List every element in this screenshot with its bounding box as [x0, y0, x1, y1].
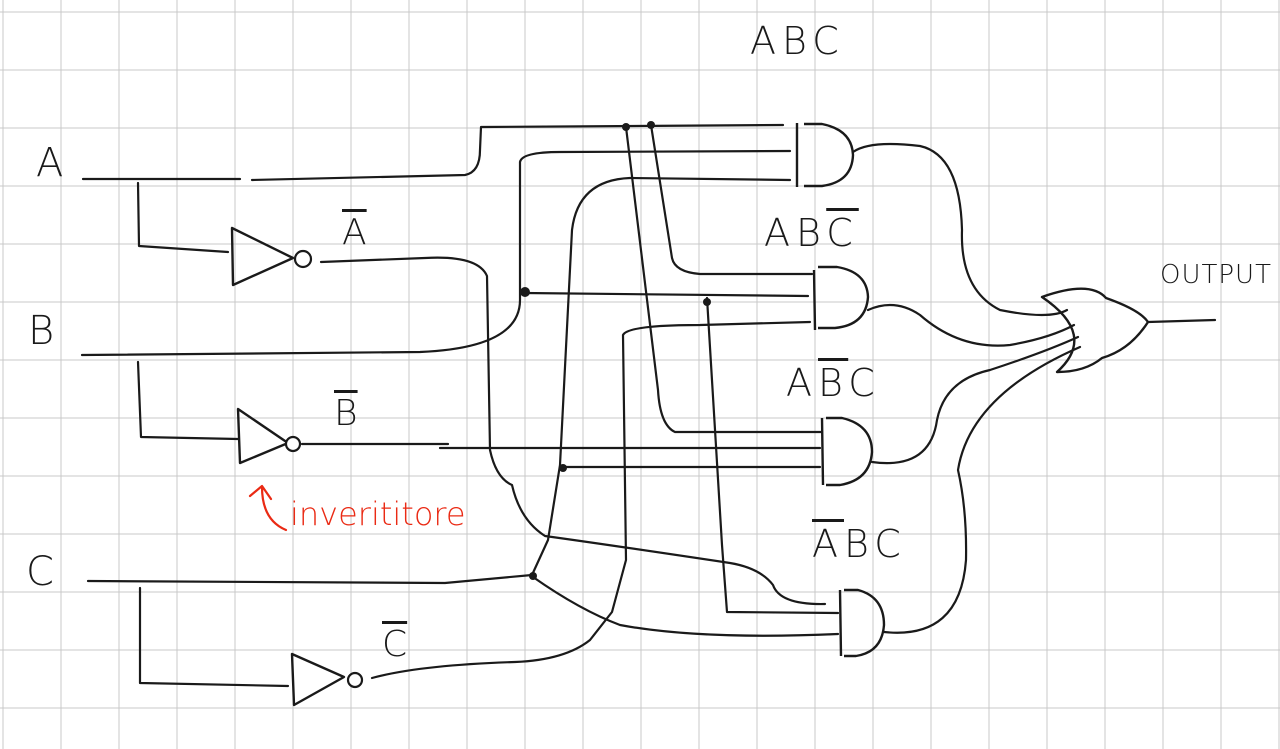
- junction-dot: [559, 464, 567, 472]
- b-to-and2: [522, 291, 810, 298]
- and-gate-abc: [795, 122, 855, 188]
- input-b-line: [80, 149, 792, 357]
- junction-dot: [622, 123, 630, 131]
- and4-to-or: [882, 345, 1082, 634]
- inverter-a-triangle: [230, 226, 295, 287]
- junction-dot: [647, 121, 655, 129]
- and-gate-not-a-b-c: [838, 588, 886, 658]
- input-b-label: B: [28, 308, 55, 354]
- inverter-c-triangle: [290, 652, 346, 707]
- inverter-c-bubble: [346, 671, 364, 689]
- output-label: OUTPUT: [1160, 260, 1272, 290]
- term-literal-negated: A: [812, 522, 844, 566]
- input-c-label: C: [26, 549, 54, 595]
- and1-to-or: [851, 142, 1069, 317]
- not-a-label: A: [342, 212, 367, 253]
- inverter-b-triangle: [236, 407, 290, 465]
- and3-to-or: [870, 335, 1080, 465]
- term-abc-label: ABC: [750, 22, 845, 60]
- term-a-not-b-c-label: ABC: [786, 364, 881, 402]
- term-literal: C: [848, 361, 881, 405]
- term-literal: A: [750, 19, 782, 63]
- inverter-b-bubble: [284, 435, 302, 453]
- term-not-a-bc-label: ABC: [812, 525, 907, 563]
- annotation-label: inverititore: [290, 495, 466, 533]
- c-to-and4: [531, 575, 840, 637]
- or-gate: [1040, 287, 1150, 374]
- term-literal-negated: B: [818, 361, 849, 405]
- term-literal: C: [812, 19, 845, 63]
- term-literal: B: [844, 522, 875, 566]
- not-c-wire: [370, 320, 812, 680]
- input-c-line: [86, 176, 792, 585]
- not-b-label: B: [334, 393, 358, 434]
- term-literal: B: [782, 19, 813, 63]
- annotation-arrow: [248, 484, 288, 532]
- and2-to-or: [866, 303, 1076, 347]
- inverter-a-bubble: [293, 249, 313, 269]
- term-literal-negated: C: [826, 211, 859, 255]
- input-b-branch: [136, 360, 240, 441]
- junction-dot: [520, 287, 530, 297]
- and-gate-a-not-b-c: [820, 416, 874, 487]
- input-a-label: A: [36, 140, 64, 186]
- input-a-line: [81, 123, 785, 182]
- input-c-branch: [138, 586, 290, 688]
- a-to-and3: [624, 125, 824, 434]
- term-ab-not-c-label: ABC: [764, 214, 859, 252]
- junction-dot: [529, 572, 537, 580]
- not-b-wire: [300, 442, 822, 450]
- term-literal: A: [786, 361, 818, 405]
- b-to-and4: [705, 296, 840, 615]
- and-gate-abc-not-c: [812, 265, 870, 331]
- junction-dot: [703, 298, 711, 306]
- not-a-wire: [319, 256, 827, 606]
- input-a-branch: [136, 181, 230, 254]
- term-literal: B: [796, 211, 827, 255]
- term-literal: A: [764, 211, 796, 255]
- or-output-wire: [1146, 318, 1217, 324]
- term-literal: C: [874, 522, 907, 566]
- a-to-and2: [649, 123, 814, 276]
- not-c-label: C: [382, 624, 408, 665]
